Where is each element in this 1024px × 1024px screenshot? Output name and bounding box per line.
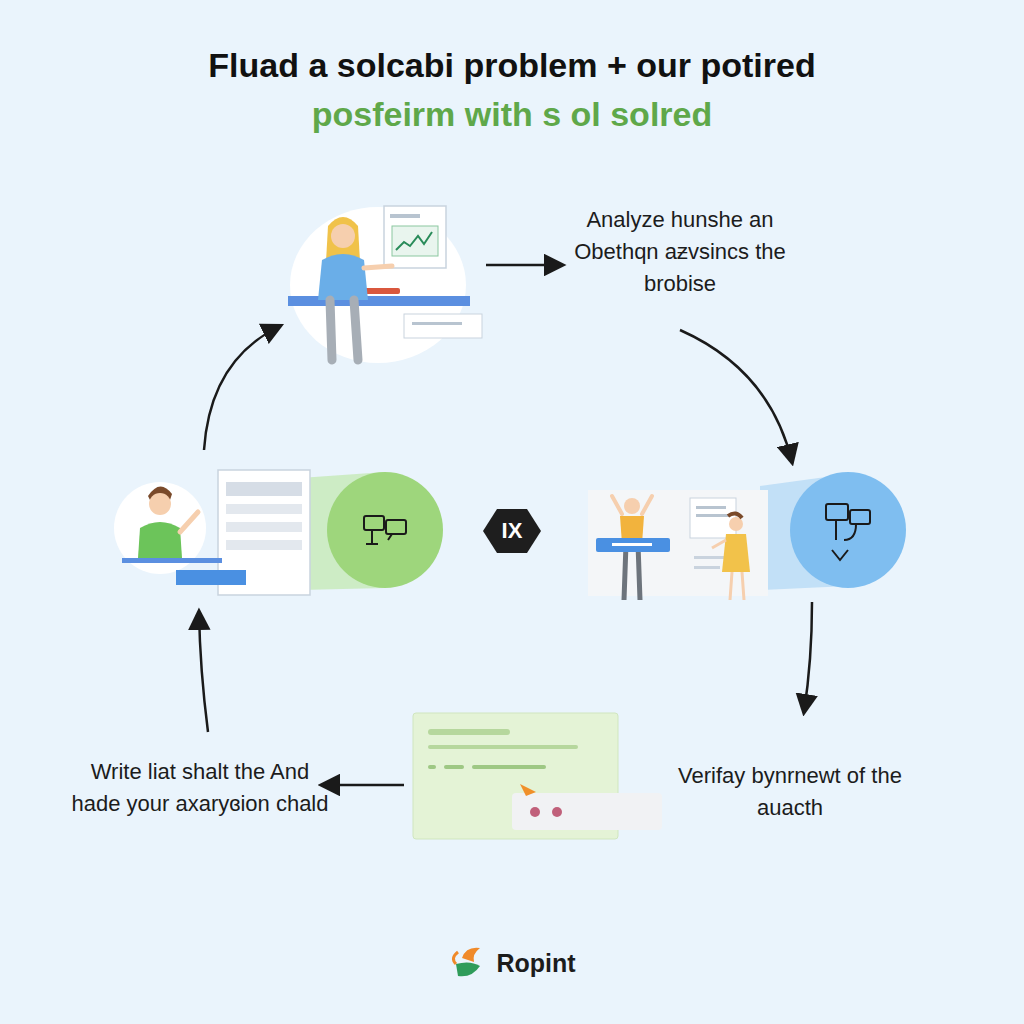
desk [288,296,470,306]
chart [392,226,438,256]
dress [722,534,750,572]
panel-row [226,522,302,532]
shirt [138,522,182,558]
panel [588,490,768,596]
drawer [404,314,482,338]
panel-row [226,504,302,514]
arm [364,266,392,268]
icon-circle [790,472,906,588]
monitor-line [390,214,420,218]
arms [612,496,652,514]
arrow [322,784,404,787]
arrow [680,330,792,462]
subtitle: posfeirm with s ol solred [12,94,1012,134]
logo-text: Ropint [481,948,591,978]
head [149,493,171,515]
step-text: Write liat shalt the And hade your axary… [65,756,335,820]
left-scene [114,470,443,595]
icon-circle [327,472,443,588]
chat-bubble [512,793,662,830]
chat-icon [826,504,870,560]
panel-row [226,482,302,496]
step-text: Verifay bynrnewt of the auacth [660,760,920,824]
chat-icon [364,516,406,544]
dot [530,807,540,817]
right-scene [588,472,906,600]
head [729,517,743,531]
card-scene [413,713,662,839]
legs [330,300,358,360]
dot [552,807,562,817]
desk-scene [288,206,482,363]
desk [122,558,222,563]
arrow [199,612,208,732]
cursor [520,784,536,796]
board [690,498,736,538]
arm [180,512,198,532]
shirt [318,254,368,300]
head [624,498,640,514]
hexagon-shape [483,509,541,553]
panel-row [226,540,302,550]
chart-line [396,232,432,250]
logo-icon [453,948,480,977]
node-text: IX [502,518,523,544]
flow-arrows [199,265,812,785]
step-text: Analyze hunshe an Obethqn aƶvsincs the b… [555,204,805,300]
backdrop [290,207,466,363]
drawer-line [412,322,462,325]
arrow [204,326,280,450]
title: Fluad a solcabi problem + our potired [12,46,1012,85]
arrow [486,264,562,267]
legs [624,544,640,600]
head [331,224,355,248]
monitor [384,206,446,268]
button [176,570,246,585]
arrow-hexagon: IX [483,509,541,553]
sign [596,538,670,552]
arrow [804,602,812,712]
